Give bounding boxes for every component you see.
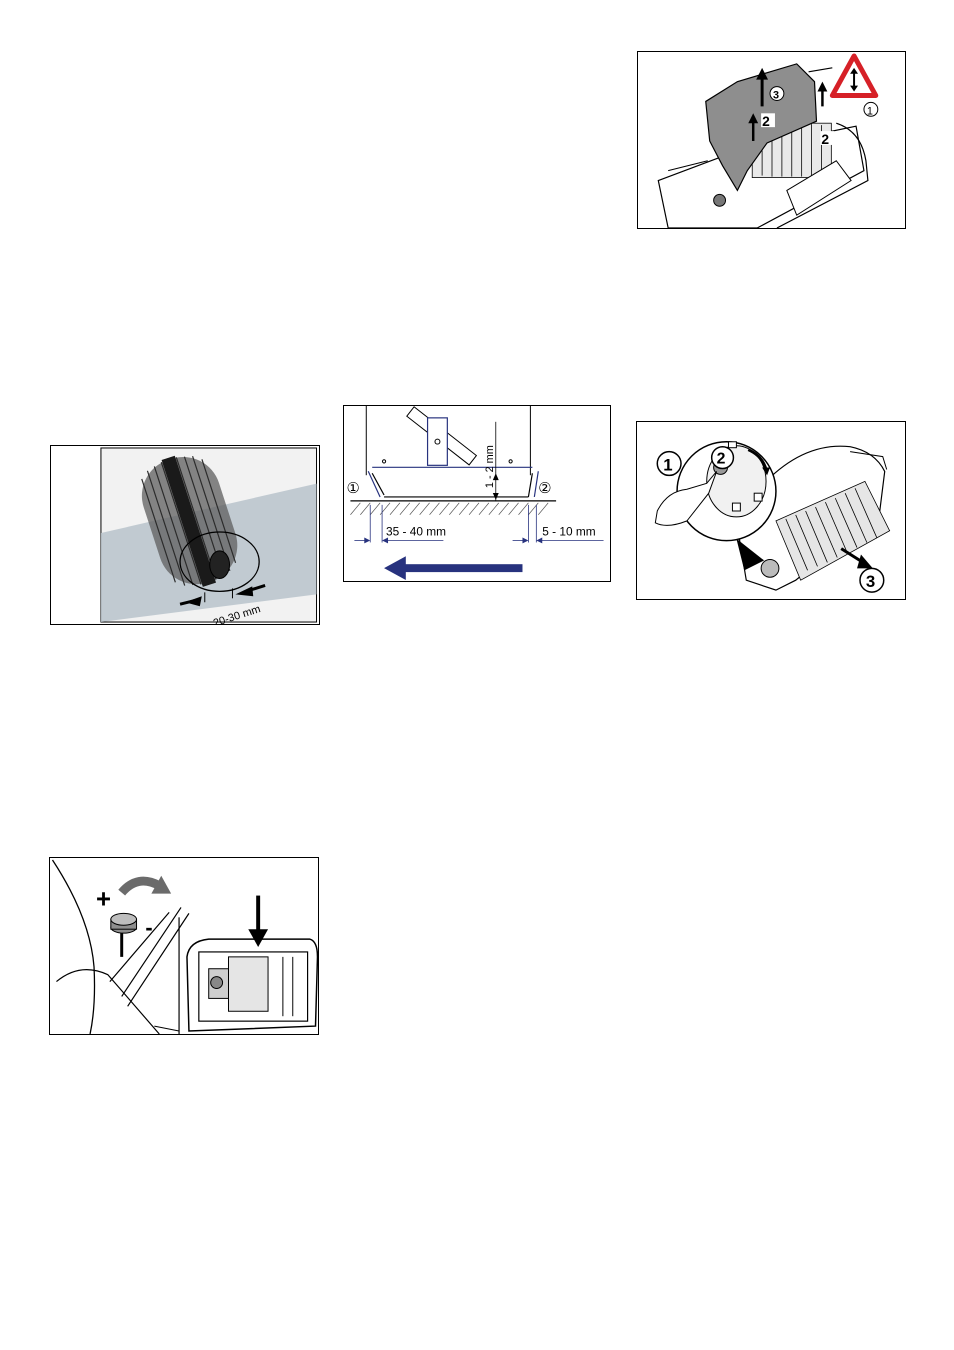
figure-gap-diagram: 1 - 2 mm ① ② 35 - xyxy=(343,405,611,582)
left-dimension-label: 35 - 40 mm xyxy=(386,525,446,539)
figure-brush-removal: 1 2 3 xyxy=(636,421,906,600)
callout-2b: 2 xyxy=(821,131,829,147)
brush-roller-illustration: 20-30 mm xyxy=(51,446,319,624)
height-knob-illustration: + - xyxy=(50,858,318,1034)
figure-brush-roller: 20-30 mm xyxy=(50,445,320,625)
right-dimension-label: 5 - 10 mm xyxy=(542,525,595,539)
direction-arrow-icon xyxy=(384,556,406,580)
height-label: 1 - 2 mm xyxy=(484,445,496,488)
callout-3: 3 xyxy=(866,572,875,591)
marker-2: ② xyxy=(538,481,551,497)
minus-sign: - xyxy=(145,915,152,940)
brush-removal-illustration: 1 2 3 xyxy=(637,422,905,599)
figure-cover-removal: 3 2 2 1 xyxy=(637,51,906,229)
callout-1: 1 xyxy=(663,455,672,474)
marker-1: ① xyxy=(346,481,359,497)
plus-sign: + xyxy=(96,885,111,913)
callout-2: 2 xyxy=(717,451,726,468)
pull-out-arrow-icon xyxy=(857,555,873,569)
callout-3: 3 xyxy=(773,89,779,101)
gap-diagram-illustration: 1 - 2 mm ① ② 35 - xyxy=(344,406,610,581)
cover-removal-illustration: 3 2 2 1 xyxy=(638,52,905,228)
callout-1: 1 xyxy=(867,105,873,117)
figure-height-knob: + - xyxy=(49,857,319,1035)
callout-2a: 2 xyxy=(762,113,770,129)
